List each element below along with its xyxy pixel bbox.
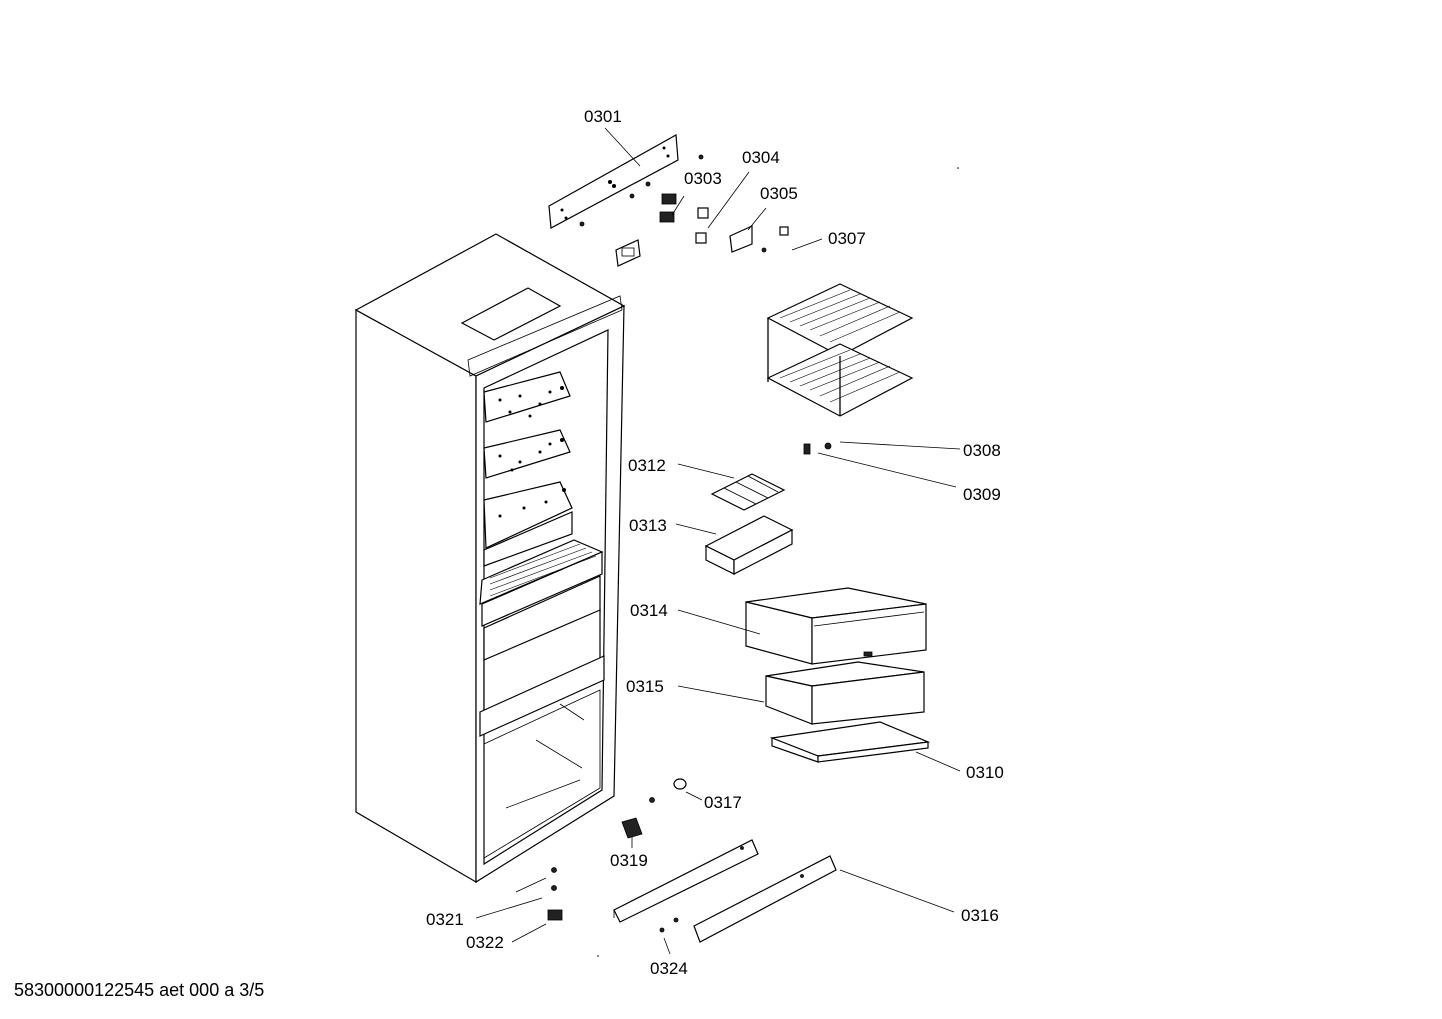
label-0315: 0315	[626, 677, 664, 696]
part-0312-ice-tray	[677, 463, 786, 511]
part-0313-ice-box	[675, 515, 794, 575]
part-0303-switches	[579, 154, 750, 244]
label-0309: 0309	[963, 485, 1001, 504]
label-0321: 0321	[426, 910, 464, 929]
document-id: 58300000122545 aet 000 a 3/5	[14, 980, 265, 1000]
part-0307-screw	[779, 226, 823, 251]
part-0324-screws	[659, 917, 679, 955]
label-0312: 0312	[628, 456, 666, 475]
part-0316-rails	[613, 839, 955, 943]
label-0303: 0303	[684, 169, 722, 188]
label-0322: 0322	[466, 933, 504, 952]
part-0314-freezer-drawer-upper	[677, 587, 927, 665]
part-0317-plug	[649, 778, 703, 803]
label-0307: 0307	[828, 229, 866, 248]
label-0316: 0316	[961, 906, 999, 925]
part-0315-freezer-drawer-lower	[677, 661, 925, 725]
label-0313: 0313	[629, 516, 667, 535]
part-0319-hinge	[621, 817, 643, 848]
label-0317: 0317	[704, 793, 742, 812]
label-0310: 0310	[966, 763, 1004, 782]
label-0305: 0305	[760, 184, 798, 203]
label-0308: 0308	[963, 441, 1001, 460]
label-0304: 0304	[742, 148, 780, 167]
label-0301: 0301	[584, 107, 622, 126]
part-0310-tray	[769, 721, 961, 772]
refrigerator-cabinet	[354, 233, 626, 884]
part-0321-0322-feet	[475, 867, 563, 943]
part-0305-lamp-cover	[729, 207, 767, 253]
part-0301-control-panel	[548, 127, 679, 229]
label-0324: 0324	[650, 959, 688, 978]
label-0319: 0319	[610, 851, 648, 870]
evaporator-coils	[766, 283, 914, 417]
part-0308-0309-fittings	[803, 441, 961, 488]
label-0314: 0314	[630, 601, 668, 620]
